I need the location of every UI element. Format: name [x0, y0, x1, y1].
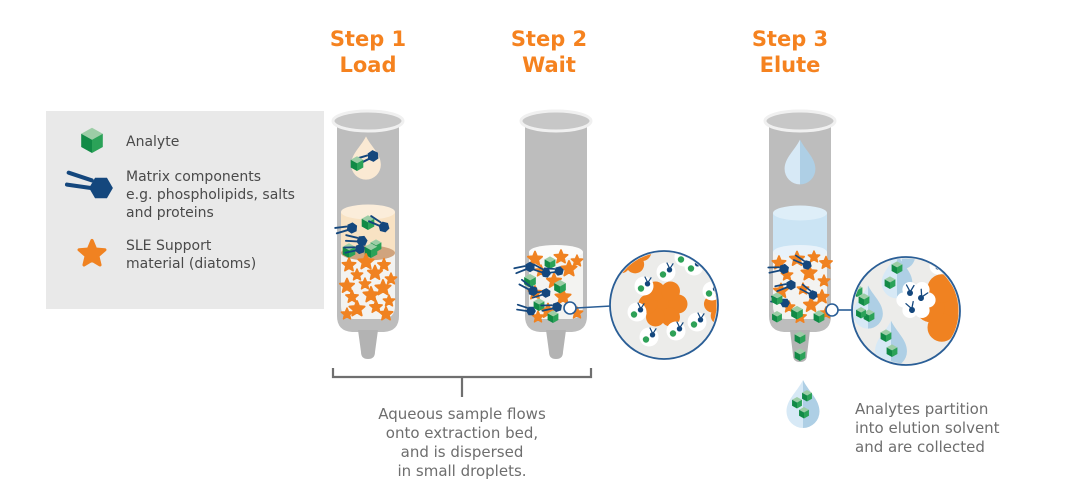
caption-load-wait: Aqueous sample flows onto extraction bed…	[378, 405, 546, 480]
callout-line-step2	[575, 305, 612, 309]
caption-line: Analytes partition	[855, 400, 988, 418]
load-wait-bracket	[331, 368, 593, 397]
step1-column	[331, 109, 405, 359]
tube-rim	[763, 109, 837, 133]
magnified-view-step3	[851, 256, 961, 366]
caption-line: Aqueous sample flows	[378, 405, 546, 423]
sample-surface	[341, 204, 395, 220]
legend-label-analyte: Analyte	[126, 134, 179, 150]
legend-label-sle-line1: SLE Support	[126, 238, 212, 254]
caption-line: into elution solvent	[855, 419, 1000, 437]
caption-line: and is dispersed	[401, 443, 524, 461]
legend-item-matrix: Matrix components e.g. phospholipids, sa…	[67, 169, 295, 221]
legend-label-matrix-line3: and proteins	[126, 205, 214, 221]
legend-label-matrix-line2: e.g. phospholipids, salts	[126, 187, 295, 203]
callout-dot-step2	[563, 301, 577, 315]
bed-surface	[529, 245, 583, 259]
legend-panel: Analyte Matrix components e.g. phospholi…	[46, 111, 324, 309]
tube-rim	[331, 109, 405, 133]
step2-header: Step 2 Wait	[511, 27, 587, 77]
caption-elute: Analytes partition into elution solvent …	[855, 400, 1000, 456]
tube-tip	[358, 330, 378, 359]
solvent-surface	[773, 205, 827, 221]
step3-column	[763, 109, 837, 362]
tube-rim	[519, 109, 593, 133]
caption-line: and are collected	[855, 438, 985, 456]
legend-item-analyte: Analyte	[81, 127, 179, 153]
step2-subtitle: Wait	[522, 53, 576, 77]
legend-label-sle-line2: material (diatoms)	[126, 256, 256, 272]
step2-title: Step 2	[511, 27, 587, 51]
step1-header: Step 1 Load	[330, 27, 406, 77]
step3-header: Step 3 Elute	[752, 27, 828, 77]
step2-column	[512, 109, 593, 359]
step3-title: Step 3	[752, 27, 828, 51]
step1-subtitle: Load	[339, 53, 396, 77]
caption-line: onto extraction bed,	[386, 424, 538, 442]
step3-subtitle: Elute	[760, 53, 821, 77]
callout-dot-step3	[825, 303, 839, 317]
legend-label-matrix-line1: Matrix components	[126, 169, 261, 185]
legend-item-sle-support: SLE Support material (diatoms)	[77, 238, 256, 272]
tube-tip	[546, 330, 566, 359]
magnified-view-step2	[609, 250, 719, 360]
diatom-blob	[701, 338, 717, 358]
caption-line: in small droplets.	[397, 462, 526, 480]
step1-title: Step 1	[330, 27, 406, 51]
collected-analyte-droplet	[786, 380, 820, 428]
